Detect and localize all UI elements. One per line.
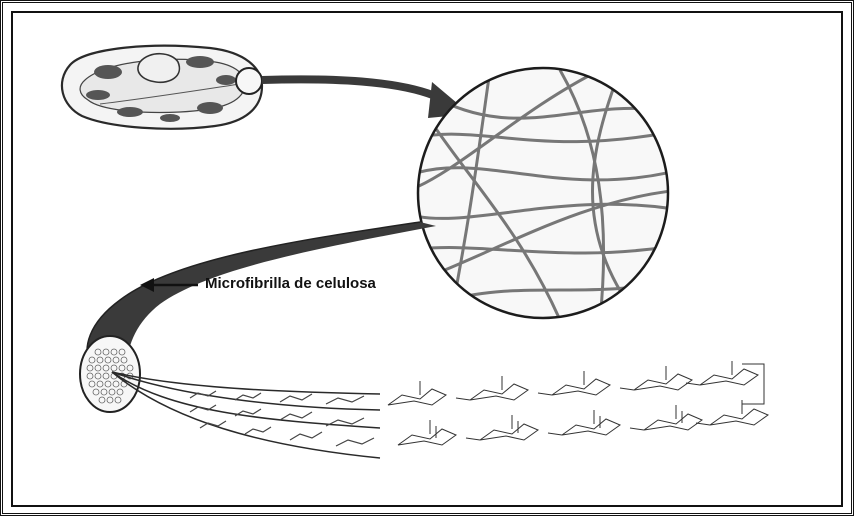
microfibril-ribbon bbox=[87, 222, 436, 376]
microfibril-label: Microfibrilla de celulosa bbox=[205, 275, 376, 292]
fibre-cross-section bbox=[80, 336, 140, 412]
fibre-chain-lines bbox=[112, 372, 380, 458]
plant-cell-icon bbox=[62, 46, 262, 129]
cellulose-chain-structure bbox=[388, 361, 768, 445]
zoom-arrow-icon bbox=[262, 79, 470, 118]
sugar-ring-sketches bbox=[190, 391, 374, 446]
